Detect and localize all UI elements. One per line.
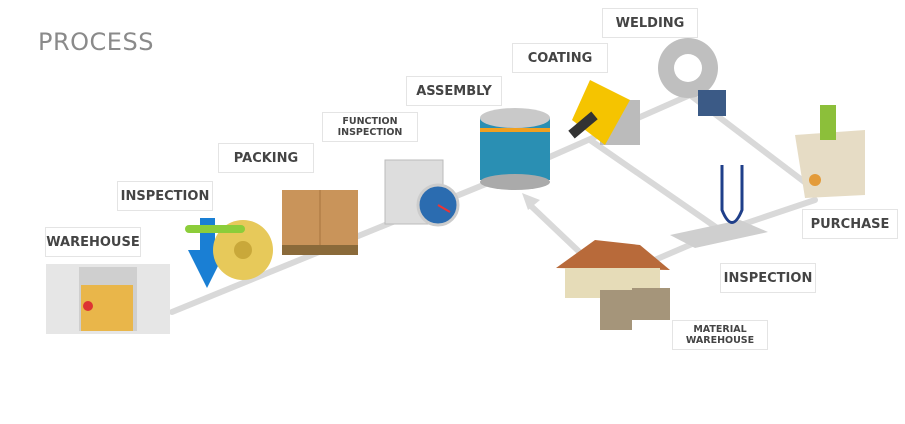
step-label-inspection: INSPECTION <box>117 181 213 211</box>
step-label-material-warehouse: MATERIAL WAREHOUSE <box>672 320 768 350</box>
shopping-bag-icon <box>795 105 865 198</box>
disc-download-icon <box>185 218 273 288</box>
database-stack-icon <box>480 108 550 190</box>
step-label-packing: PACKING <box>218 143 314 173</box>
step-label-purchase: PURCHASE <box>802 209 898 239</box>
server-gauge-icon <box>384 159 460 227</box>
arrow-head-icon <box>522 193 540 210</box>
step-label-assembly: ASSEMBLY <box>406 76 502 106</box>
paint-roller-icon <box>568 80 640 145</box>
step-label-warehouse: WAREHOUSE <box>45 227 141 257</box>
stethoscope-drive-icon <box>670 165 768 248</box>
step-label-function-inspection: FUNCTION INSPECTION <box>322 112 418 142</box>
connector <box>587 137 723 233</box>
house-crates-icon <box>556 240 670 330</box>
pallet-boxes-icon <box>282 190 358 255</box>
warehouse-box-icon <box>46 264 170 334</box>
step-label-welding: WELDING <box>602 8 698 38</box>
gear-lock-icon <box>658 38 726 116</box>
page-title: PROCESS <box>38 28 154 56</box>
step-label-inspection-2: INSPECTION <box>720 263 816 293</box>
step-label-coating: COATING <box>512 43 608 73</box>
